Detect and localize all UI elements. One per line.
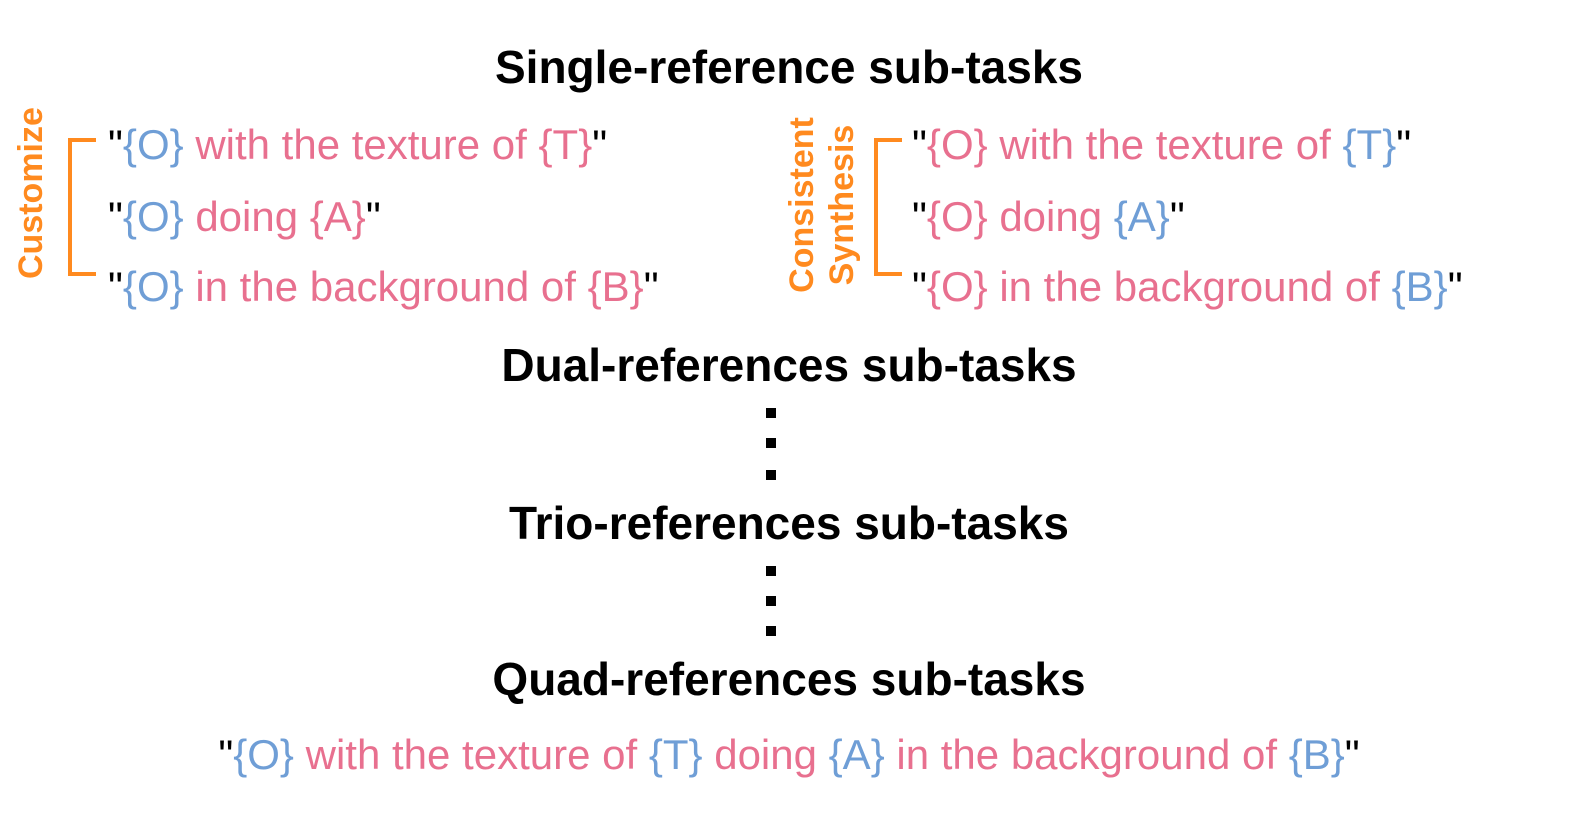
consistent-synthesis-label: Consistent Synthesis <box>782 115 862 295</box>
ellipsis-dot <box>766 566 776 576</box>
consistent-prompt-texture: "{O} with the texture of {T}" <box>912 121 1412 168</box>
customize-bracket <box>68 138 96 276</box>
heading-quad-references: Quad-references sub-tasks <box>492 653 1086 705</box>
heading-dual-references: Dual-references sub-tasks <box>501 339 1077 391</box>
heading-single-reference: Single-reference sub-tasks <box>494 41 1083 93</box>
ellipsis-dot <box>766 626 776 636</box>
consistent-label-line2: Synthesis <box>823 124 861 286</box>
ellipsis-dot <box>766 596 776 606</box>
customize-prompt-doing: "{O} doing {A}" <box>108 193 381 240</box>
customize-prompt-background: "{O} in the background of {B}" <box>108 263 659 310</box>
customize-label: Customize <box>12 107 50 279</box>
ellipsis-dot <box>766 470 776 480</box>
customize-prompt-texture: "{O} with the texture of {T}" <box>108 121 608 168</box>
ellipsis-dot <box>766 408 776 418</box>
consistent-prompt-doing: "{O} doing {A}" <box>912 193 1185 240</box>
quad-prompt: "{O} with the texture of {T} doing {A} i… <box>218 731 1360 778</box>
consistent-synthesis-bracket <box>874 138 902 276</box>
consistent-label-line1: Consistent <box>783 117 821 293</box>
ellipsis-dot <box>766 438 776 448</box>
heading-trio-references: Trio-references sub-tasks <box>509 497 1069 549</box>
consistent-prompt-background: "{O} in the background of {B}" <box>912 263 1463 310</box>
